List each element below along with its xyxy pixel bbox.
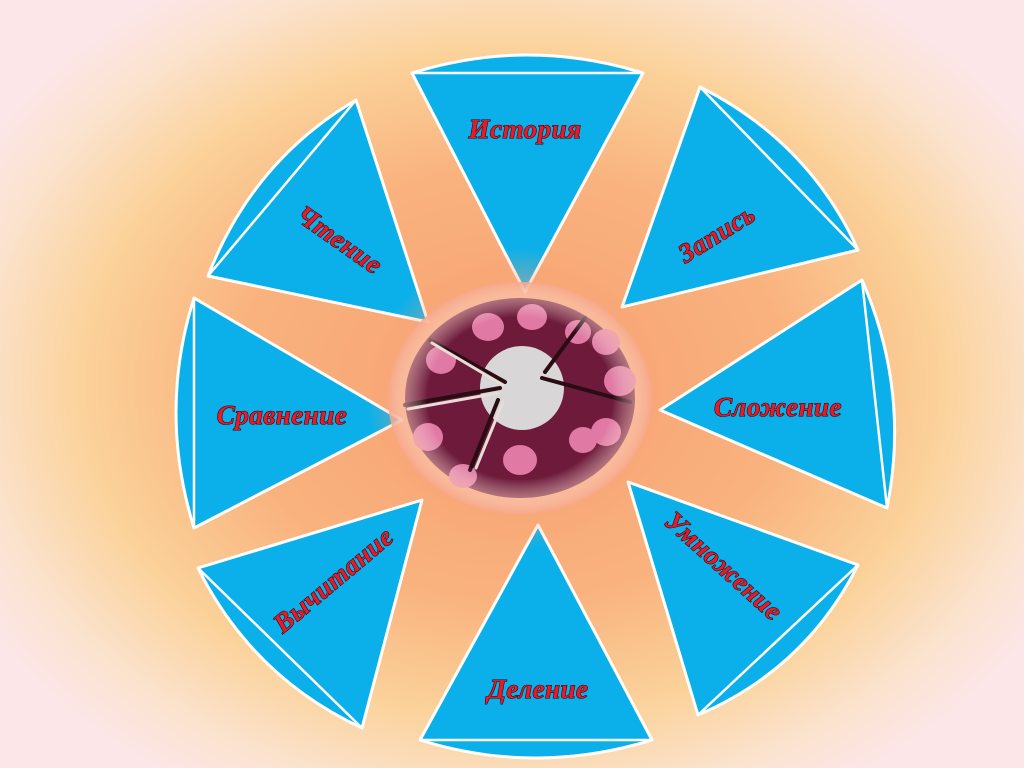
sector-multiplication[interactable]: Умножение: [626, 480, 860, 717]
sector-shape-subtraction[interactable]: [196, 498, 424, 730]
sector-division[interactable]: Деление: [418, 523, 654, 760]
sector-chord-reading: [207, 99, 357, 277]
sector-shape-reading[interactable]: [206, 98, 430, 324]
sector-shape-division[interactable]: [418, 523, 654, 760]
sector-chord-multiplication: [697, 564, 859, 716]
sector-shape-history[interactable]: [410, 53, 645, 294]
sector-shape-multiplication[interactable]: [626, 480, 860, 717]
sector-shape-writing[interactable]: [620, 85, 860, 309]
sector-chord-addition: [860, 279, 889, 509]
sector-chord-subtraction: [197, 567, 363, 729]
pie-shade: [388, 282, 652, 514]
sector-reading[interactable]: Чтение: [206, 98, 430, 324]
pie-photo: [368, 248, 668, 548]
sector-comparison[interactable]: Сравнение: [174, 296, 404, 530]
sector-writing[interactable]: Запись: [620, 85, 860, 309]
sector-shape-comparison[interactable]: [174, 296, 404, 530]
sector-subtraction[interactable]: Вычитание: [196, 498, 424, 730]
sector-shape-addition[interactable]: [658, 278, 897, 510]
sector-chord-writing: [699, 86, 859, 251]
sector-addition[interactable]: Сложение: [658, 278, 897, 510]
